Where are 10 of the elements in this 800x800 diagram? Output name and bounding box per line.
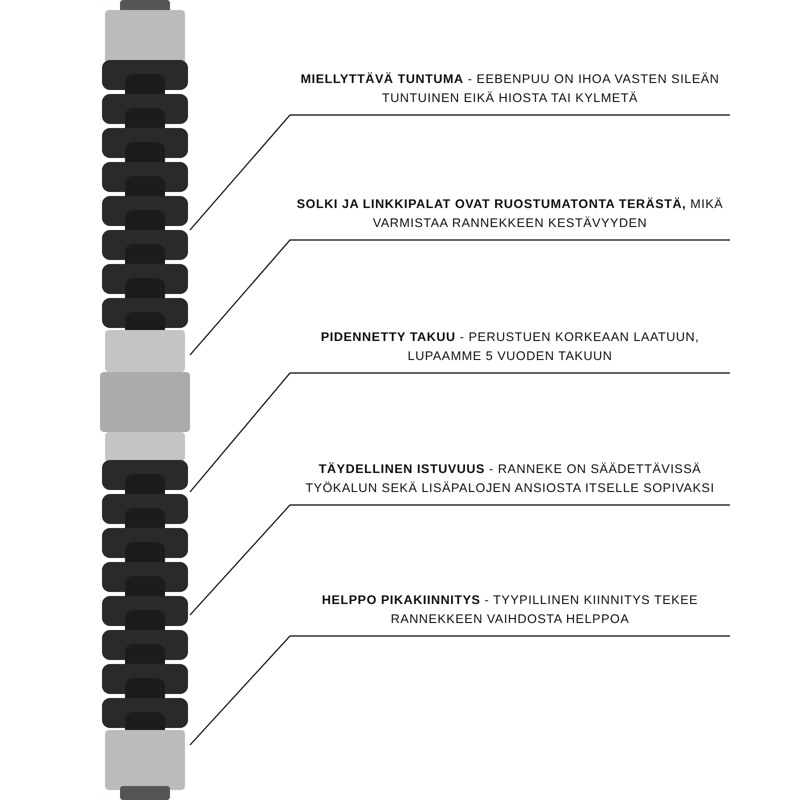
leader-line bbox=[190, 635, 730, 746]
feature-text: HELPPO PIKAKIINNITYS - TYYPILLINEN KIINNITYS TEKEE RANNEKKEEN VAIHDOSTA HELPPOA bbox=[320, 592, 700, 628]
feature-text: PIDENNETTY TAKUU - PERUSTUEN KORKEAAN LAATUUN, LUPAAMME 5 VUODEN TAKUUN bbox=[320, 329, 700, 365]
leader-line bbox=[190, 504, 730, 616]
leader-line bbox=[190, 239, 730, 356]
leader-line bbox=[190, 372, 730, 492]
feature-text: TÄYDELLINEN ISTUVUUS - RANNEKE ON SÄÄDETTÄVISSÄ TYÖKALUN SEKÄ LISÄPALOJEN ANSIOSTA ITSELLE SOPIVAKSI bbox=[304, 461, 716, 497]
leader-line bbox=[190, 114, 730, 230]
feature-text: MIELLYTTÄVÄ TUNTUMA - EEBENPUU ON IHOA VASTEN SILEÄN TUNTUINEN EIKÄ HIOSTA TAI KYLMETÄ bbox=[300, 71, 720, 107]
feature-text: SOLKI JA LINKKIPALAT OVAT RUOSTUMATONTA TERÄSTÄ, MIKÄ VARMISTAA RANNEKKEEN KESTÄVYYDEN bbox=[296, 196, 724, 232]
